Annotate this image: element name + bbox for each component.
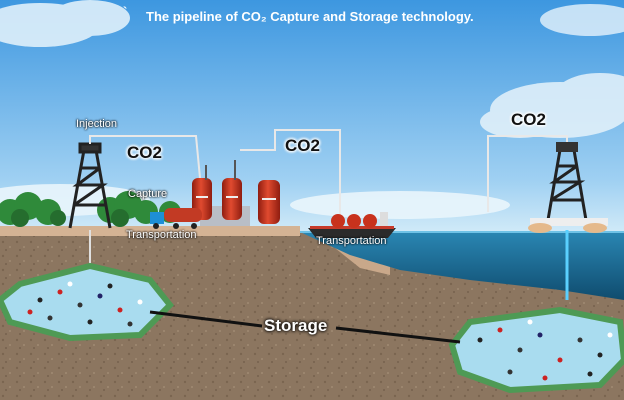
label-capture: Capture	[128, 188, 168, 200]
storage-line-right	[335, 326, 461, 344]
tanker-ship	[308, 212, 396, 238]
pipe-capture	[240, 129, 341, 226]
truck	[150, 208, 202, 229]
cloud-left	[0, 0, 130, 47]
label-storage: Storage	[264, 316, 328, 335]
label-co2-left: CO2	[127, 143, 162, 162]
storage-line-left	[149, 310, 263, 328]
pipe-injection	[89, 135, 201, 179]
capture-plant	[192, 160, 280, 226]
label-co2-middle: CO2	[285, 136, 320, 155]
co2-particles-left	[27, 281, 143, 327]
reservoir-left	[0, 262, 175, 342]
reservoir-right	[448, 306, 624, 394]
cloud-right	[480, 73, 624, 138]
pipe-offshore	[487, 135, 568, 212]
label-transportation-land: Transportation	[126, 229, 197, 241]
label-co2-right: CO2	[511, 110, 546, 129]
sea	[300, 232, 624, 300]
cloud-top-right	[540, 4, 624, 36]
label-transportation-sea: Transportation	[316, 235, 387, 247]
diagram-title: The pipeline of CO₂ Capture and Storage …	[146, 9, 474, 24]
co2-particles-right	[477, 319, 613, 381]
label-injection: Injection	[76, 118, 117, 130]
title-tick-mark: `	[123, 4, 128, 19]
